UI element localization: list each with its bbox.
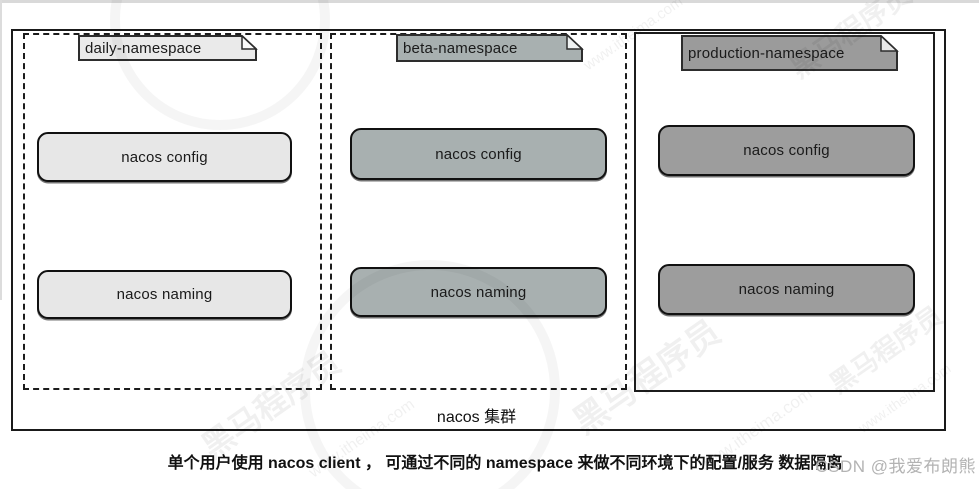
production-namespace-label: production-namespace [688,45,845,62]
daily-namespace-box [23,33,322,390]
caption-text: 单个用户使用 nacos client ， 可通过不同的 namespace 来… [167,455,843,472]
beta-namespace-label: beta-namespace [403,40,518,57]
cluster-label: nacos 集群 [436,409,517,426]
daily-nacos-naming-box: nacos naming [37,270,292,319]
note-shape-icon [681,35,899,71]
screenshot-left-edge [0,0,2,300]
daily-nacos-config-box: nacos config [37,132,292,182]
beta-nacos-naming-box: nacos naming [350,267,607,317]
note-shape-icon [78,35,258,61]
production-nacos-config-box: nacos config [658,125,915,176]
nacos-cluster-container [11,29,946,431]
note-shape-icon [396,34,584,62]
csdn-author-watermark: CSDN @我爱布朗熊 [815,457,976,476]
beta-namespace-box [330,33,627,390]
production-namespace-note: production-namespace [681,35,899,72]
daily-namespace-label: daily-namespace [85,40,202,57]
production-nacos-naming-box: nacos naming [658,264,915,315]
beta-nacos-config-box: nacos config [350,128,607,180]
daily-namespace-note: daily-namespace [78,35,258,62]
beta-namespace-note: beta-namespace [396,34,584,63]
screenshot-top-edge [0,0,979,3]
production-namespace-box [634,32,935,392]
